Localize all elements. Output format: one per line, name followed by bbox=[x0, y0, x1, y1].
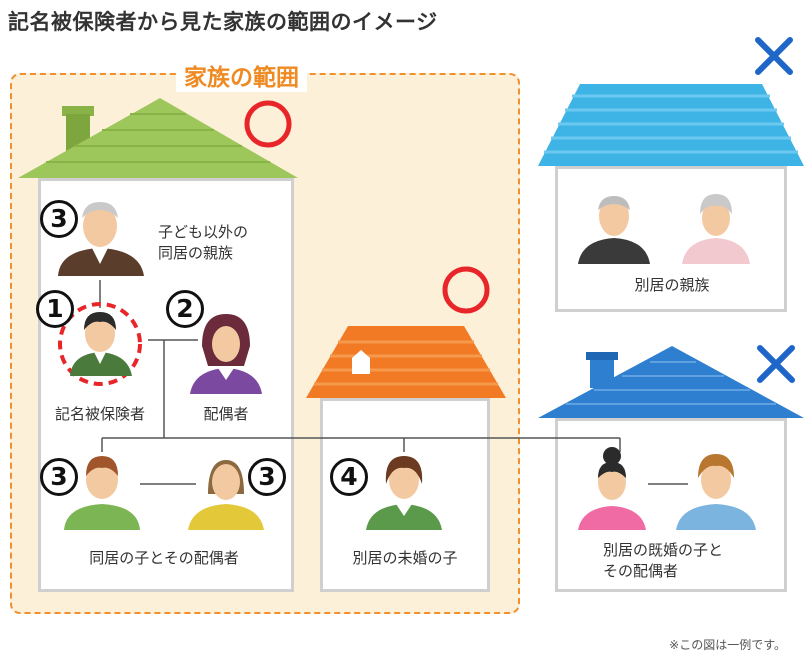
married-son-in-law-avatar bbox=[676, 454, 756, 530]
unmarried-child-house-roof bbox=[306, 326, 506, 398]
other-relatives-label-line1: 子ども以外の bbox=[158, 223, 249, 241]
other-relatives-label-line2: 同居の親族 bbox=[158, 244, 234, 262]
daughter-in-law-avatar bbox=[188, 460, 264, 530]
separate-married-children-label: 別居の既婚の子と その配偶者 bbox=[603, 540, 723, 582]
family-scope-label: 家族の範囲 bbox=[176, 58, 307, 92]
separate-married-label-line2: その配偶者 bbox=[603, 562, 679, 580]
page-title: 記名被保険者から見た家族の範囲のイメージ bbox=[8, 10, 438, 34]
relatives-house-roof bbox=[538, 84, 804, 166]
relatives-house-body bbox=[555, 166, 787, 312]
son-avatar bbox=[64, 456, 140, 530]
spouse-avatar bbox=[190, 314, 262, 394]
example-note: ※この図は一例です。 bbox=[669, 638, 786, 652]
relatives-house-cross-mark bbox=[755, 37, 793, 75]
number-badge-1-insured: 1 bbox=[36, 290, 74, 328]
married-house-cross-mark bbox=[757, 345, 795, 383]
married-child-house-roof bbox=[538, 346, 804, 418]
number-badge-4-unmarried-child: 4 bbox=[330, 458, 368, 496]
spouse-label: 配偶者 bbox=[203, 405, 249, 423]
insured-avatar bbox=[58, 302, 142, 386]
separate-married-label-line1: 別居の既婚の子と bbox=[603, 541, 724, 559]
married-daughter-avatar bbox=[578, 447, 646, 530]
number-badge-3-other-relatives: 3 bbox=[40, 200, 78, 238]
grandfather-avatar bbox=[58, 202, 144, 276]
main-house-circle-mark bbox=[244, 100, 292, 148]
married-child-house-body bbox=[555, 418, 787, 592]
separate-grandmother-avatar bbox=[682, 194, 750, 264]
number-badge-2-spouse: 2 bbox=[166, 290, 204, 328]
cohabiting-children-label: 同居の子とその配偶者 bbox=[89, 549, 239, 567]
separate-unmarried-child-label: 別居の未婚の子 bbox=[352, 549, 458, 567]
unmarried-house-circle-mark bbox=[442, 266, 490, 314]
number-badge-3-son: 3 bbox=[40, 458, 78, 496]
insured-label: 記名被保険者 bbox=[54, 405, 145, 423]
separate-relatives-label: 別居の親族 bbox=[634, 276, 710, 294]
main-house-roof bbox=[18, 98, 298, 178]
family-tree-lines bbox=[99, 280, 688, 485]
number-badge-3-daughter-in-law: 3 bbox=[248, 458, 286, 496]
unmarried-child-avatar bbox=[366, 456, 442, 530]
separate-grandfather-avatar bbox=[578, 196, 650, 264]
other-relatives-label: 子ども以外の 同居の親族 bbox=[158, 222, 248, 264]
